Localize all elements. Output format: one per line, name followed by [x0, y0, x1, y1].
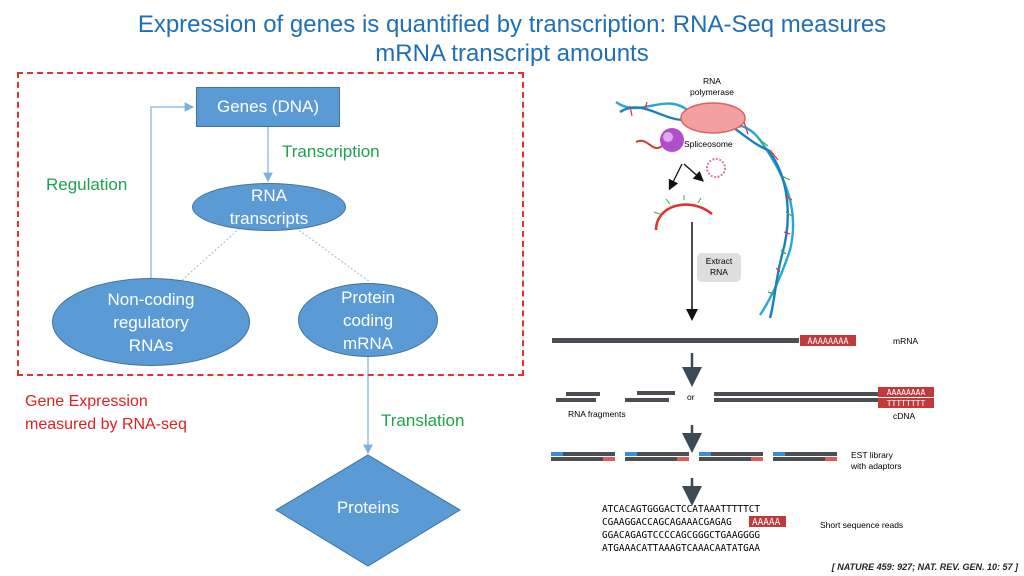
mrna-polya-box	[800, 335, 856, 346]
dna-helix	[615, 101, 795, 319]
regulation-label: Regulation	[46, 175, 128, 194]
protein-coding-line-2: coding	[342, 310, 394, 330]
title-line-1: Expression of genes is quantified by tra…	[137, 11, 887, 38]
genes-label: Genes (DNA)	[216, 97, 320, 116]
slide-title: Expression of genes is quantified by tra…	[0, 10, 1024, 68]
read-3: GGACAGAGTCCCCAGCGGGCTGAAGGGG	[602, 530, 760, 541]
extract-rna-line-1: Extract	[706, 256, 733, 266]
read-2: CGAAGGACCAGCAGAAACGAGAG	[602, 517, 732, 528]
cdna-label: cDNA	[893, 411, 916, 421]
est-library	[551, 452, 837, 461]
mrna-polya-text: AAAAAAAA	[808, 337, 849, 347]
mrna-bar	[552, 338, 799, 343]
protein-coding-line-3: mRNA	[342, 333, 394, 353]
cdna-bar-top	[714, 392, 878, 396]
rna-fragments	[556, 391, 675, 402]
regulation-arrow	[150, 102, 195, 278]
cdna-bar-bottom	[714, 398, 878, 402]
rna-seq-region	[17, 72, 524, 376]
rna-transcripts-line-2: transcripts	[229, 209, 309, 228]
mrna-label: mRNA	[893, 336, 918, 346]
est-library-line-1: EST library	[851, 450, 894, 460]
protein-coding-line-1: Protein	[341, 287, 395, 307]
read-1: ATCACAGTGGGACTCCATAAATTTTTCT	[602, 504, 760, 515]
rna-fragments-label: RNA fragments	[568, 409, 626, 419]
noncoding-rna-node: Non-coding regulatory RNAs	[52, 278, 250, 366]
rna-polymerase-label-2: polymerase	[690, 87, 734, 97]
or-label: or	[687, 392, 695, 402]
rna-transcripts-line-1: RNA	[251, 186, 287, 205]
transcription-label: Transcription	[282, 142, 380, 161]
extract-rna-box	[697, 253, 741, 282]
noncoding-line-1: Non-coding	[107, 289, 195, 309]
read-polya-box	[749, 516, 786, 527]
short-reads-label: Short sequence reads	[820, 520, 903, 530]
gene-expression-line-2: measured by RNA-seq	[25, 416, 187, 433]
mature-mrna	[654, 203, 713, 231]
proteins-label: Proteins	[336, 498, 400, 517]
est-library-line-2: with adaptors	[850, 461, 902, 471]
rna-polymerase-label-1: RNA	[703, 76, 721, 86]
read-4: ATGAAACATTAAAGTCAAACAATATGAA	[602, 543, 760, 554]
rna-transcripts-node: RNA transcripts	[192, 183, 346, 231]
cdna-polyt-box	[878, 398, 934, 408]
cdna-polya-text: AAAAAAAA	[887, 388, 926, 397]
extract-rna-line-2: RNA	[710, 267, 728, 277]
proteins-diamond	[275, 454, 461, 567]
cdna-polya-box	[878, 387, 934, 397]
noncoding-line-3: RNAs	[128, 335, 174, 355]
noncoding-line-2: regulatory	[113, 312, 189, 332]
protein-coding-node: Protein coding mRNA	[298, 283, 438, 357]
gene-expression-line-1: Gene Expression	[25, 393, 148, 410]
genes-node: Genes (DNA)	[196, 87, 340, 127]
gene-expression-label: Gene Expression measured by RNA-seq	[25, 390, 187, 436]
cdna-polyt-text: TTTTTTTT	[887, 399, 926, 408]
title-line-2: mRNA transcript amounts	[375, 40, 649, 67]
branch-line-noncoding	[179, 227, 241, 283]
citation: [ NATURE 459: 927; NAT. REV. GEN. 10: 57…	[831, 562, 1018, 572]
read-polya-text: AAAAA	[752, 517, 781, 528]
spliceosome-label: Spliceosome	[684, 139, 733, 149]
branch-line-coding	[295, 227, 371, 283]
translation-label: Translation	[381, 411, 465, 430]
rna-polymerase-shape	[680, 102, 746, 134]
